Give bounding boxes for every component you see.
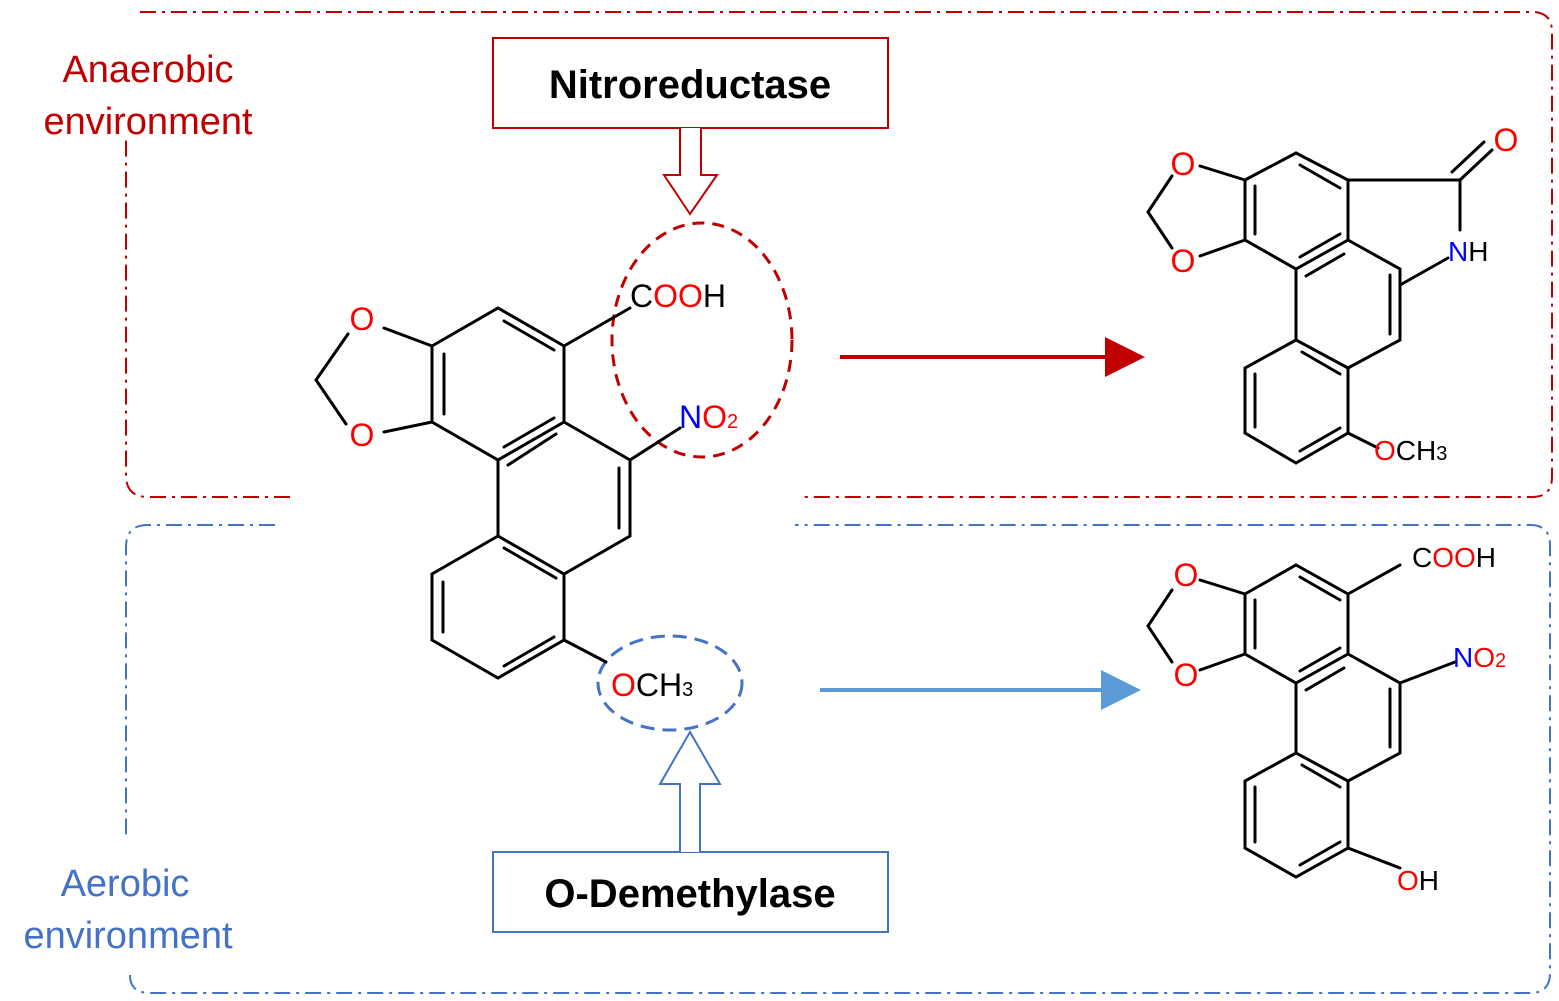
substrate-ring-o-bottom: O: [350, 417, 375, 453]
product-bottom-cooh: COOH: [1412, 542, 1496, 573]
product-bottom-ring-o-bottom: O: [1174, 657, 1199, 693]
substrate-cooh: COOH: [630, 278, 726, 314]
substrate-molecule: [314, 306, 682, 680]
aerobic-label-line2: environment: [23, 915, 233, 957]
product-bottom-molecule: [1146, 563, 1457, 879]
substrate-och3: OCH3: [611, 667, 693, 703]
aerobic-region-border: [125, 524, 1551, 994]
o-demethylase-box: [492, 851, 889, 933]
substrate-ring-o-top: O: [350, 301, 375, 337]
product-top-molecule: [1146, 140, 1494, 465]
o-demethylase-label: O-Demethylase: [544, 872, 835, 916]
anaerobic-label-line1: Anaerobic: [62, 49, 233, 91]
substrate-no2: NO2: [679, 399, 738, 435]
product-bottom-oh: OH: [1397, 865, 1439, 896]
product-top-nh: NH: [1448, 236, 1488, 267]
nitro-carboxyl-highlight: [610, 221, 794, 459]
methoxy-highlight: [596, 634, 744, 732]
product-bottom-ring-o-top: O: [1174, 557, 1199, 593]
nitroreductase-pointer-arrow: [662, 128, 719, 216]
product-top-och3: OCH3: [1374, 435, 1447, 466]
anaerobic-region-border: [125, 11, 1553, 498]
nitroreductase-label: Nitroreductase: [549, 63, 831, 107]
aerobic-label-line1: Aerobic: [61, 863, 190, 905]
o-demethylase-pointer-arrow: [658, 729, 722, 852]
anaerobic-label-line2: environment: [43, 101, 253, 143]
product-bottom-no2: NO2: [1453, 642, 1506, 673]
product-top-carbonyl-o: O: [1494, 122, 1519, 158]
product-top-ring-o-top: O: [1171, 146, 1196, 182]
nitroreductase-box: [492, 37, 889, 129]
product-top-ring-o-bottom: O: [1171, 243, 1196, 279]
